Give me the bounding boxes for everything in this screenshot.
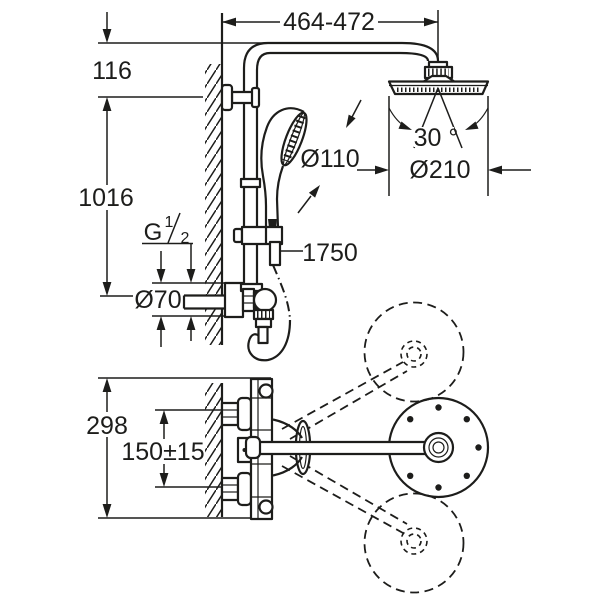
mounting-screw-bottom [258, 499, 274, 515]
dim-hand-diameter [297, 99, 362, 214]
dim-valve-diameter [152, 251, 226, 347]
dim-mounting-height [98, 377, 271, 519]
thermostat-plan [220, 377, 274, 521]
label-connection-spacing: 150±15 [121, 438, 204, 466]
label-thread-numerator: 1 [165, 214, 174, 231]
mounting-screw-top [258, 383, 274, 399]
shower-arm-plan [244, 418, 455, 477]
head-shower [387, 60, 490, 96]
dim-head-diameter [357, 96, 531, 196]
dim-thread [142, 242, 196, 341]
label-head-diameter: Ø210 [409, 156, 470, 184]
label-thread-prefix: G [144, 219, 163, 246]
rail-wall-bracket [220, 83, 261, 112]
label-head-angle: 30 ° [414, 124, 459, 152]
shower-rail [220, 41, 440, 284]
shower-hose [247, 240, 292, 362]
plan-view [98, 301, 490, 594]
arm-hub [422, 431, 455, 464]
valve-union-nut [241, 287, 256, 313]
label-valve-diameter: Ø70 [134, 286, 181, 314]
label-hose-length: 1750 [302, 239, 358, 267]
label-bracket-offset: 116 [92, 57, 132, 85]
valve-diverter-knob [252, 287, 278, 313]
label-hand-diameter: Ø110 [300, 145, 359, 173]
hand-shower [260, 107, 308, 229]
hose-outlet-tube [257, 325, 269, 345]
label-riser-height: 1016 [78, 184, 134, 212]
rail-holder [232, 225, 284, 246]
hose-outlet-nut [252, 308, 275, 321]
label-top-width: 464-472 [283, 8, 375, 36]
thermostat-valve [182, 281, 278, 345]
label-mounting-height: 298 [86, 412, 128, 440]
dimension-labels: 464-472 116 1016 G 1 2 Ø70 Ø110 Ø210 30 … [77, 8, 471, 466]
label-thread-size: G 1 2 [144, 212, 190, 247]
wall-plan [205, 383, 224, 517]
wall-side [205, 13, 224, 345]
dim-bracket-offset [98, 12, 268, 111]
hand-shower-inlet [268, 219, 277, 228]
label-thread-denominator: 2 [181, 230, 190, 247]
head-shower-swivel-range [281, 301, 465, 594]
